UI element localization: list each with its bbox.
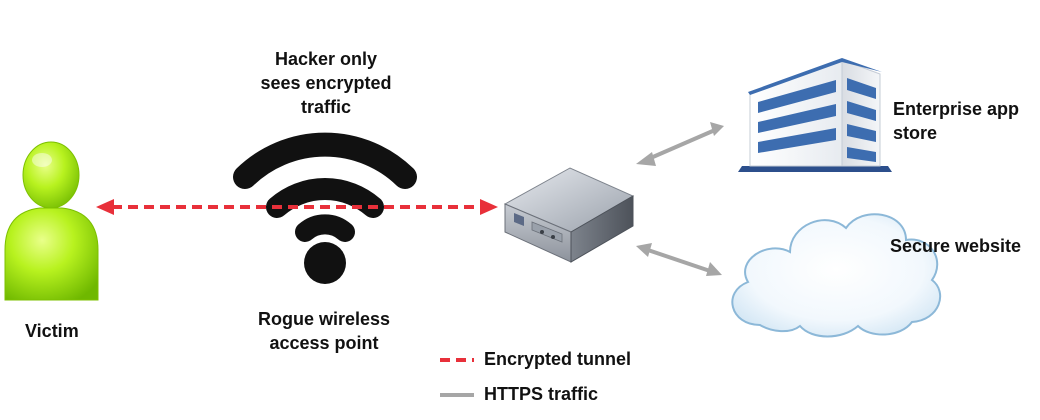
legend-encrypted-label: Encrypted tunnel xyxy=(484,347,631,371)
server-icon xyxy=(503,167,635,263)
encrypted-tunnel-arrow xyxy=(96,199,498,215)
legend-encrypted-text: Encrypted tunnel xyxy=(484,349,632,369)
secure-website-label-text: Secure website xyxy=(890,236,1022,256)
wifi-icon xyxy=(233,132,417,284)
person-icon xyxy=(4,141,99,301)
rogue-ap-label-line-2: access point xyxy=(269,333,379,353)
https-arrow-building xyxy=(636,122,724,166)
victim-label-text: Victim xyxy=(25,321,79,341)
secure-website-label: Secure website xyxy=(890,234,1035,258)
hacker-label-line-1: Hacker only xyxy=(274,49,378,69)
hacker-label: Hacker only sees encrypted traffic xyxy=(252,47,400,119)
https-arrow-cloud xyxy=(636,243,722,276)
enterprise-label: Enterprise app store xyxy=(893,97,1033,145)
rogue-ap-label: Rogue wireless access point xyxy=(245,307,403,355)
building-icon xyxy=(738,58,892,172)
legend-https-label: HTTPS traffic xyxy=(484,382,598,406)
victim-label: Victim xyxy=(25,319,79,343)
enterprise-label-line-2: store xyxy=(893,123,938,143)
cloud-icon xyxy=(731,213,942,338)
enterprise-label-line-1: Enterprise app xyxy=(893,99,1020,119)
rogue-ap-label-line-1: Rogue wireless xyxy=(257,309,391,329)
hacker-label-line-2: sees encrypted xyxy=(260,73,392,93)
legend xyxy=(440,358,474,397)
hacker-label-line-3: traffic xyxy=(300,97,351,117)
legend-https-text: HTTPS traffic xyxy=(484,384,599,404)
